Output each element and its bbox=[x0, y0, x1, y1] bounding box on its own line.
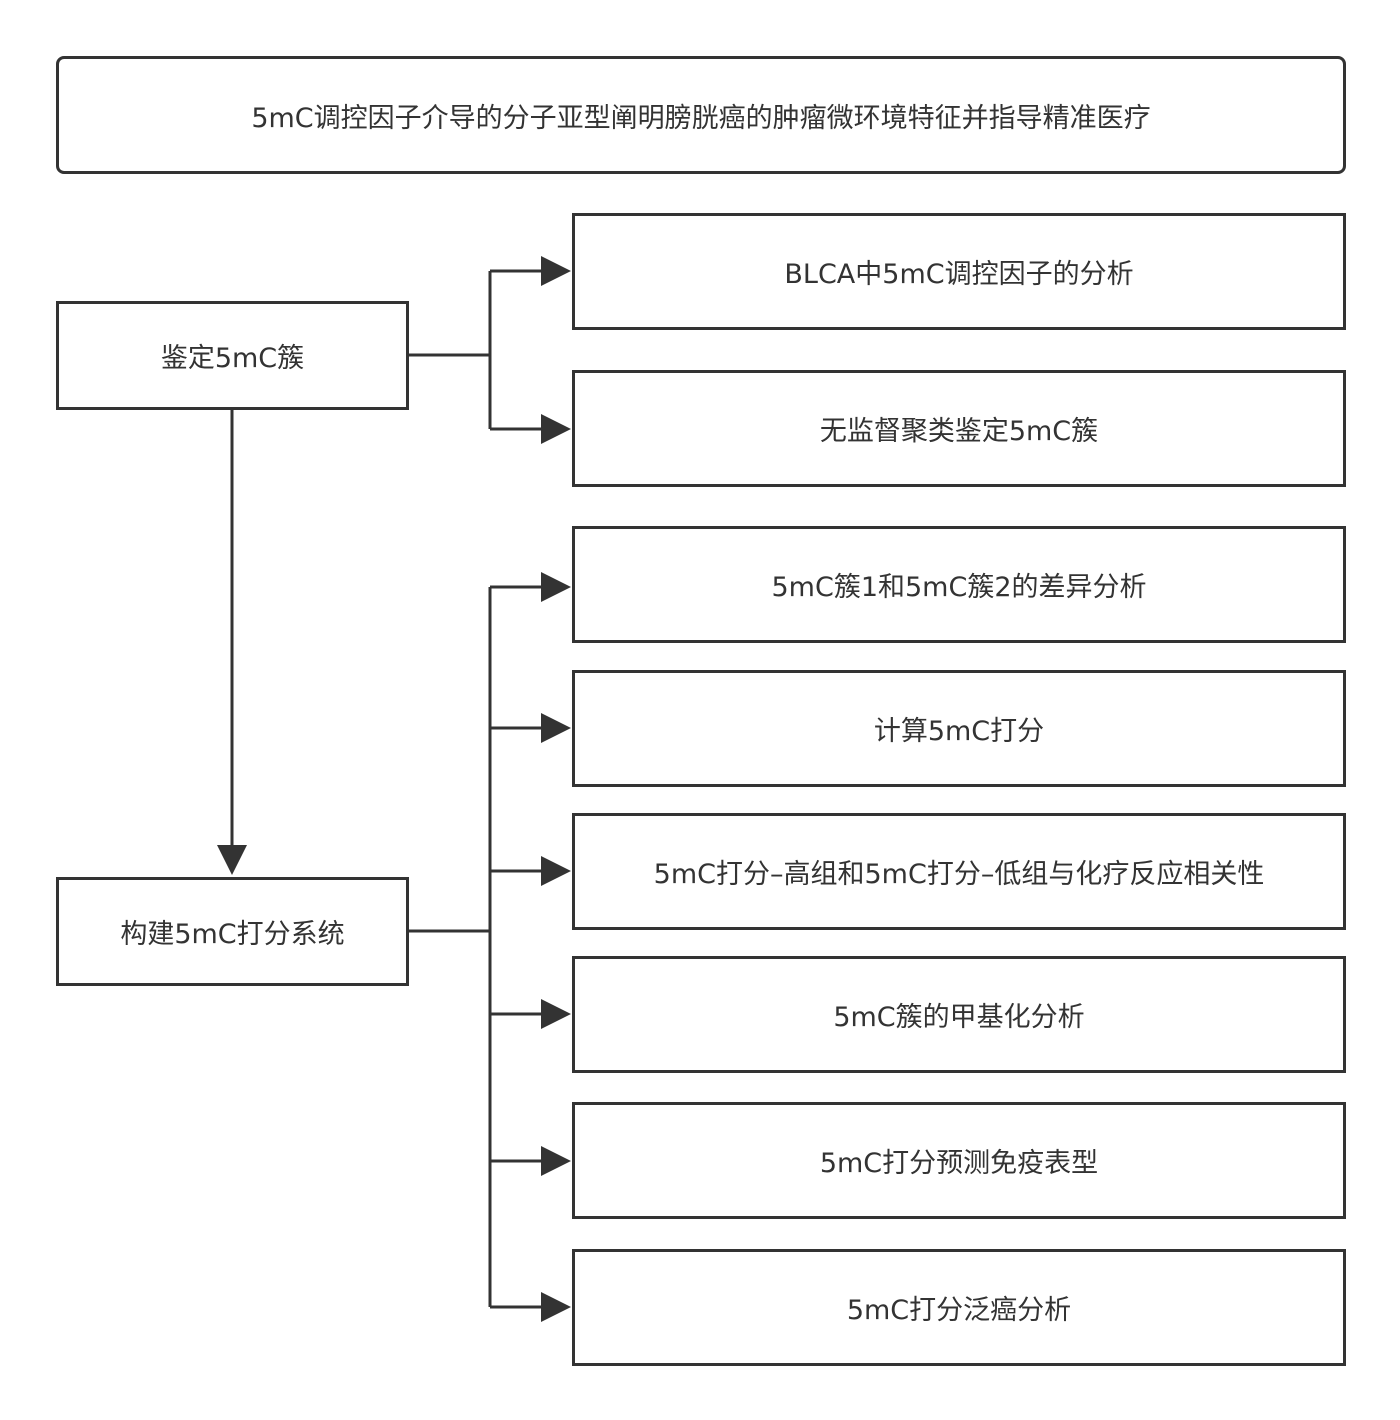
node-build-score-system: 构建5mC打分系统 bbox=[56, 877, 409, 986]
node-label: 5mC簇的甲基化分析 bbox=[833, 1002, 1085, 1033]
node-label: 无监督聚类鉴定5mC簇 bbox=[819, 416, 1099, 447]
node-build-score-system-label: 构建5mC打分系统 bbox=[120, 919, 345, 950]
node-blca-5mc-regulator-analysis: BLCA中5mC调控因子的分析 bbox=[572, 213, 1346, 330]
node-score-chemotherapy-correlation: 5mC打分–高组和5mC打分–低组与化疗反应相关性 bbox=[572, 813, 1346, 930]
diagram-title-box: 5mC调控因子介导的分子亚型阐明膀胱癌的肿瘤微环境特征并指导精准医疗 bbox=[56, 56, 1346, 174]
node-identify-clusters-label: 鉴定5mC簇 bbox=[160, 343, 305, 374]
node-label: 计算5mC打分 bbox=[873, 716, 1045, 747]
node-score-pan-cancer: 5mC打分泛癌分析 bbox=[572, 1249, 1346, 1366]
node-label: BLCA中5mC调控因子的分析 bbox=[784, 259, 1134, 290]
node-identify-clusters: 鉴定5mC簇 bbox=[56, 301, 409, 410]
node-label: 5mC打分预测免疫表型 bbox=[819, 1148, 1099, 1179]
node-cluster-methylation-analysis: 5mC簇的甲基化分析 bbox=[572, 956, 1346, 1073]
node-calculate-score: 计算5mC打分 bbox=[572, 670, 1346, 787]
node-score-immune-phenotype: 5mC打分预测免疫表型 bbox=[572, 1102, 1346, 1219]
node-label: 5mC打分–高组和5mC打分–低组与化疗反应相关性 bbox=[653, 859, 1265, 890]
node-cluster-differential-analysis: 5mC簇1和5mC簇2的差异分析 bbox=[572, 526, 1346, 643]
node-unsupervised-clustering: 无监督聚类鉴定5mC簇 bbox=[572, 370, 1346, 487]
node-label: 5mC簇1和5mC簇2的差异分析 bbox=[771, 572, 1147, 603]
node-label: 5mC打分泛癌分析 bbox=[846, 1295, 1072, 1326]
diagram-title: 5mC调控因子介导的分子亚型阐明膀胱癌的肿瘤微环境特征并指导精准医疗 bbox=[251, 102, 1151, 134]
